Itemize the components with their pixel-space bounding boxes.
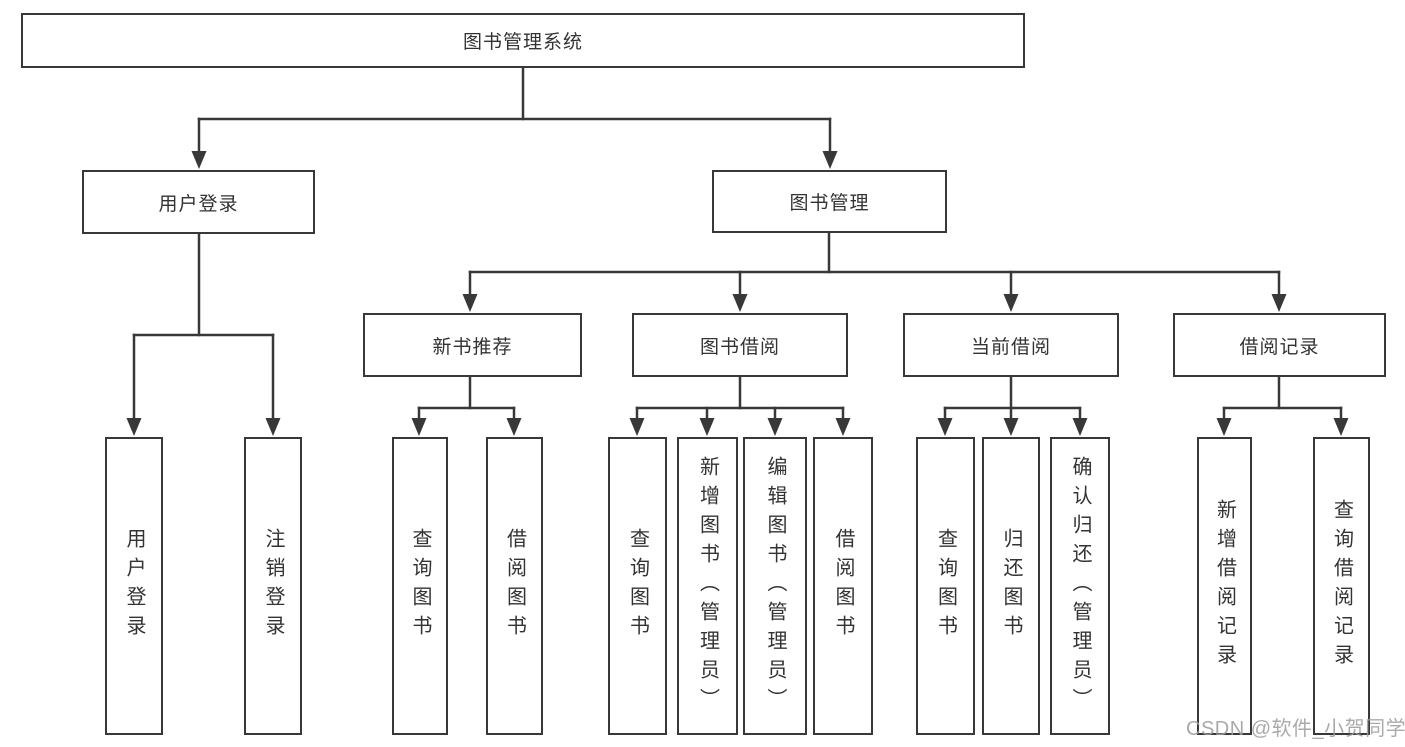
leaf-logout-label: 注销登录 xyxy=(262,528,284,644)
node-borrow-record-label: 借阅记录 xyxy=(1239,336,1320,358)
node-book-borrow: 图书借阅 xyxy=(632,313,848,377)
node-user-login-label: 用户登录 xyxy=(158,193,239,215)
leaf-query-borrow-record-label: 查询借阅记录 xyxy=(1330,499,1353,673)
leaf-query-borrow-record: 查询借阅记录 xyxy=(1313,437,1370,735)
node-book-borrow-label: 图书借阅 xyxy=(699,336,780,358)
leaf-query-book-1: 查询图书 xyxy=(392,437,448,735)
node-current-borrow-label: 当前借阅 xyxy=(970,336,1051,358)
leaf-query-book-2-label: 查询图书 xyxy=(626,528,649,644)
leaf-logout: 注销登录 xyxy=(244,437,302,735)
leaf-edit-book-admin: 编辑图书（管理员） xyxy=(743,437,807,735)
leaf-borrow-book-2: 借阅图书 xyxy=(813,437,873,735)
node-book-management-label: 图书管理 xyxy=(789,193,870,214)
node-root-label: 图书管理系统 xyxy=(462,32,583,53)
leaf-borrow-book-1-label: 借阅图书 xyxy=(503,528,526,644)
leaf-query-book-2: 查询图书 xyxy=(608,437,667,735)
leaf-add-borrow-record: 新增借阅记录 xyxy=(1197,437,1252,735)
node-root: 图书管理系统 xyxy=(21,13,1025,68)
leaf-borrow-book-2-label: 借阅图书 xyxy=(832,528,854,644)
leaf-add-book-admin: 新增图书（管理员） xyxy=(677,437,738,735)
leaf-add-borrow-record-label: 新增借阅记录 xyxy=(1213,499,1236,673)
leaf-return-book-label: 归还图书 xyxy=(1000,528,1022,644)
leaf-user-login: 用户登录 xyxy=(105,437,163,735)
leaf-confirm-return-admin-label: 确认归还（管理员） xyxy=(1069,455,1091,717)
leaf-query-book-3-label: 查询图书 xyxy=(934,528,957,644)
arrowheads xyxy=(126,151,1349,436)
leaf-edit-book-admin-label: 编辑图书（管理员） xyxy=(764,455,786,717)
leaf-add-book-admin-label: 新增图书（管理员） xyxy=(696,455,719,717)
node-user-login: 用户登录 xyxy=(82,170,315,234)
leaf-query-book-1-label: 查询图书 xyxy=(409,528,431,644)
leaf-borrow-book-1: 借阅图书 xyxy=(486,437,543,735)
node-new-book-recommend: 新书推荐 xyxy=(363,313,582,377)
csdn-watermark: CSDN @软件_小贺同学 xyxy=(1186,718,1405,740)
node-book-management: 图书管理 xyxy=(712,170,947,233)
leaf-query-book-3: 查询图书 xyxy=(916,437,975,735)
node-new-book-recommend-label: 新书推荐 xyxy=(432,336,513,358)
leaf-return-book: 归还图书 xyxy=(982,437,1040,735)
node-borrow-record: 借阅记录 xyxy=(1173,313,1386,377)
leaf-user-login-label: 用户登录 xyxy=(123,528,145,644)
node-current-borrow: 当前借阅 xyxy=(903,313,1119,377)
leaf-confirm-return-admin: 确认归还（管理员） xyxy=(1050,437,1110,735)
